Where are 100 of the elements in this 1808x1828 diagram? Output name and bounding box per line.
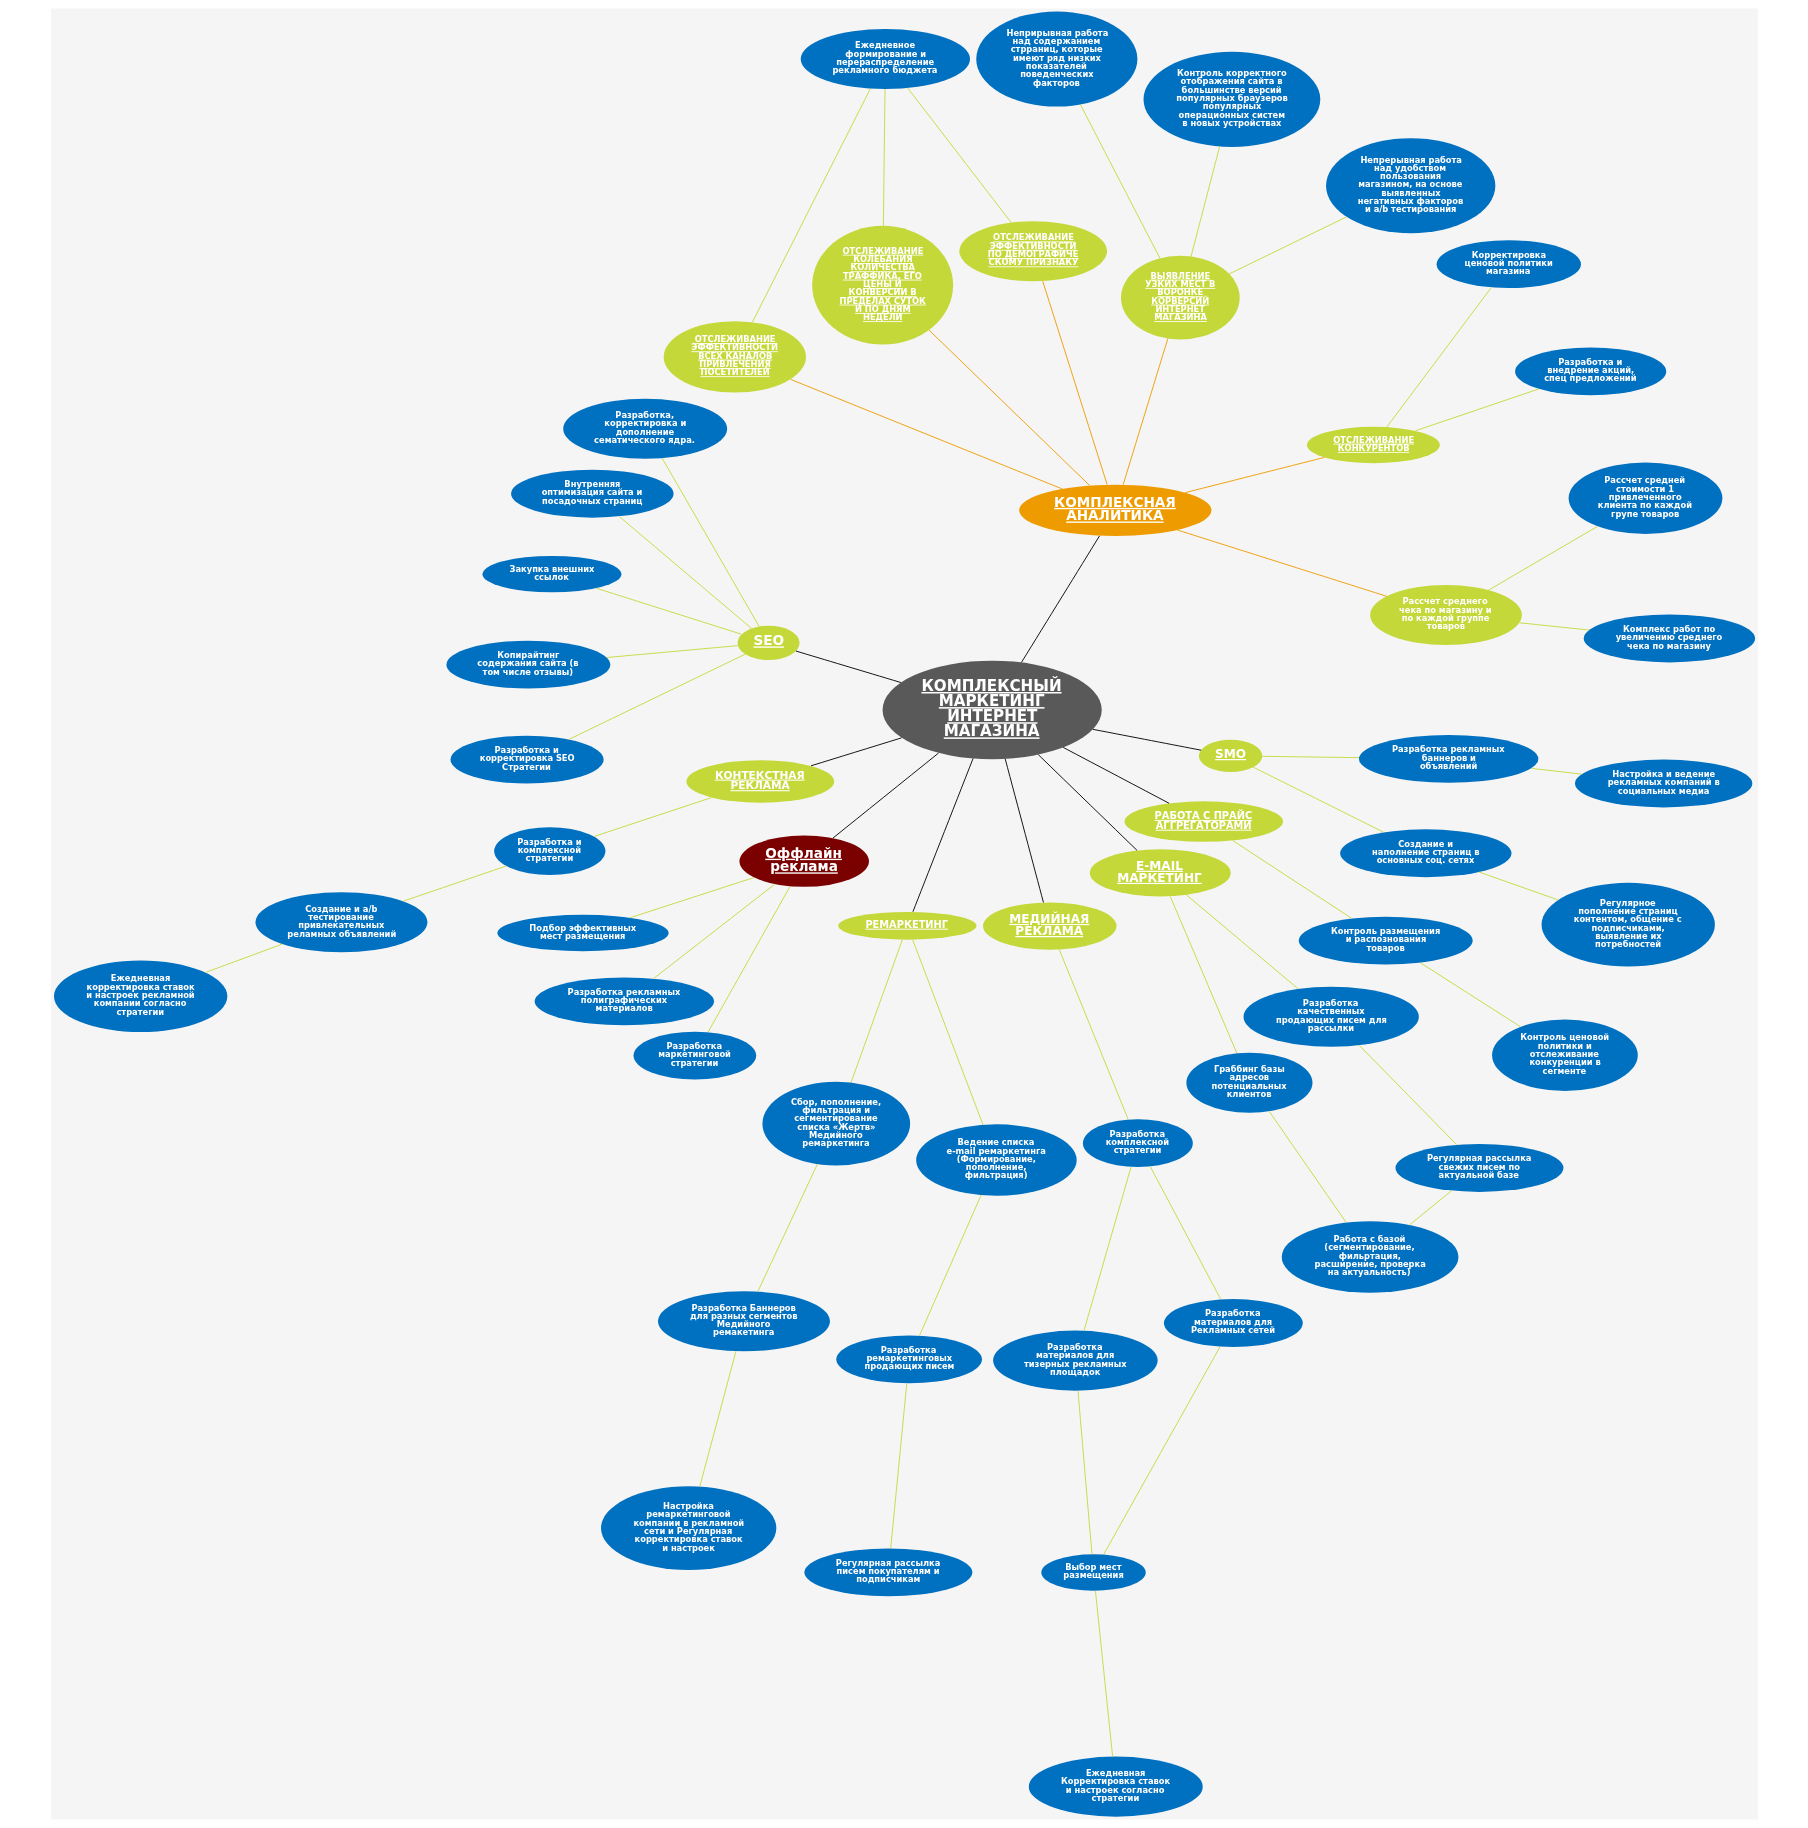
- connector: [911, 757, 974, 913]
- connector: [1169, 895, 1237, 1054]
- node-ellipse: Рассчет средней стоимости 1 привлеченного клиента по каждой групе товаров: [1568, 462, 1722, 534]
- node-ellipse: SMO: [1198, 739, 1262, 773]
- connector: [1414, 388, 1539, 432]
- node-ellipse: ОТСЛЕЖИВАНИЕ ЭФФЕКТИВНОСТИ ПО ДЕМОГРАФИЧЕСКОМУ ПРИЗНАКУ: [958, 221, 1107, 282]
- connector: [1062, 746, 1170, 804]
- node-ellipse: Разработка Баннеров для разных сегментов Медийного ремакетинга: [657, 1291, 830, 1352]
- connector: [1478, 871, 1558, 901]
- connector: [1228, 216, 1347, 275]
- connector: [1358, 1044, 1457, 1146]
- node-ellipse: ОТСЛЕЖИВАНИЕ КОЛЕБАНИЯ КОЛИЧЕСТВА ТРАФФИКА, ЕГО ЦЕНЫ И КОНВЕРСИИ В ПРЕДЕЛАХ СУТОК И ПО ДНЯМ НЕДЕЛИ: [811, 225, 953, 345]
- node-ellipse: Сбор, пополнение, фильтрация и сегментирование списка «Жертв» Медийного ремаркетинга: [761, 1081, 910, 1166]
- connector: [810, 737, 902, 767]
- connector: [1020, 535, 1100, 663]
- node-ellipse: Комплекс работ по увеличению среднего чека по магазину: [1583, 614, 1755, 663]
- node-ellipse: Настройка и ведение рекламных компаний в социальных медиа: [1574, 759, 1752, 808]
- connector: [1004, 758, 1044, 903]
- connector: [928, 329, 1090, 486]
- node-ellipse: Рассчет среднего чека по магазину и по каждой группе товаров: [1369, 585, 1522, 646]
- node-ellipse: Ежедневная Корректировка ставок и настроек согласно стратегии: [1028, 1756, 1203, 1817]
- node-ellipse: ОТСЛЕЖИВАНИЕ КОНКУРЕНТОВ: [1306, 426, 1440, 464]
- node-ellipse: Непрерывная работа над удобством пользования магазином, на основе выявленных негативных факторов и a/b тестирования: [1325, 138, 1495, 234]
- node-ellipse: Создание и наполнение страниц в основных соц. сетях: [1339, 829, 1511, 878]
- connector: [756, 1163, 818, 1292]
- connector: [1185, 894, 1299, 990]
- node-ellipse: Разработка качественных продающих писем для рассылки: [1243, 986, 1419, 1047]
- node-ellipse: МЕДИЙНАЯ РЕКЛАМА: [982, 902, 1116, 950]
- node-ellipse: Подбор эффективных мест размещения: [496, 914, 669, 952]
- node-ellipse: РАБОТА С ПРАЙС АГГРЕГАТОРАМИ: [1124, 801, 1283, 842]
- connector: [618, 516, 752, 629]
- node-ellipse: E-MAIL МАРКЕТИНГ: [1089, 849, 1231, 897]
- node-ellipse: Разработка рекламных баннеров и объявлений: [1358, 734, 1538, 783]
- node-ellipse: Регулярное пополнение страниц контентом, общение с подписчиками, выявление их потребностей: [1541, 882, 1715, 967]
- connector: [1184, 456, 1325, 494]
- node-ellipse: Разработка, корректировка и дополнение сематического ядра.: [562, 398, 727, 459]
- connector: [882, 88, 885, 227]
- node-ellipse: РЕМАРКЕТИНГ: [837, 912, 976, 940]
- node-ellipse: Контроль ценовой политики и отслеживание конкуренции в сегменте: [1491, 1019, 1638, 1091]
- node-ellipse: КОНТЕКСТНАЯ РЕКЛАМА: [685, 760, 834, 803]
- node-ellipse: Закупка внешних ссылок: [482, 555, 621, 593]
- connector: [1041, 280, 1108, 485]
- connector: [1518, 622, 1590, 631]
- connector: [751, 88, 871, 323]
- node-ellipse: Выбор мест размещения: [1040, 1554, 1146, 1591]
- node-ellipse: ОТСЛЕЖИВАНИЕ ЭФФЕКТИВНОСТИ ВСЕХ КАНАЛОВ ПРИВЛЕЧЕНИЯ ПОСЕТИТЕЛЕЙ: [663, 321, 806, 393]
- connector: [698, 1350, 736, 1487]
- connector: [605, 645, 738, 658]
- connector: [629, 877, 754, 919]
- connector: [652, 883, 775, 980]
- node-ellipse: Разработка материалов для тизерных рекламных площадок: [992, 1330, 1158, 1391]
- node-ellipse: Ежедневная корректировка ставок и настроек рекламной компании согласно стратегии: [53, 960, 227, 1033]
- connector: [794, 650, 901, 683]
- connector: [1122, 338, 1168, 486]
- node-ellipse: Копирайтинг содержания сайта (в том числе отзывы): [445, 640, 610, 689]
- node-ellipse: Оффлайн реклама: [738, 835, 869, 887]
- connector: [1094, 1590, 1113, 1758]
- node-ellipse: ВЫЯВЛЕНИЕ УЗКИХ МЕСТ В ВОРОНКЕ КОРВЕРСИЙ ИНТЕРНЕТ МАГАЗИНА: [1120, 255, 1240, 340]
- connector: [595, 587, 742, 635]
- connector: [850, 939, 903, 1084]
- connector: [593, 797, 712, 837]
- node-ellipse: Разработка рекламных полиграфических материалов: [534, 977, 714, 1026]
- connector: [1079, 104, 1160, 259]
- connector: [911, 939, 983, 1126]
- node-ellipse: Разработка и комплексной стратегии: [493, 827, 605, 876]
- node-ellipse: Граббинг базы адресов потенциальных клиентов: [1185, 1052, 1312, 1113]
- connector: [1408, 1190, 1452, 1226]
- connector: [1091, 728, 1202, 751]
- connector: [1176, 529, 1387, 597]
- connector: [568, 653, 746, 740]
- connector: [1058, 949, 1129, 1120]
- node-ellipse: Разработка маркетинговой стратегии: [633, 1031, 756, 1080]
- connector: [789, 378, 1063, 490]
- connector: [1268, 1110, 1347, 1223]
- node-ellipse: Неприрывная работа над содержанием стрраниц, которые имеют ряд низких показателей поведенческих факторов: [975, 11, 1137, 107]
- connector: [1190, 146, 1220, 258]
- node-ellipse: Разработка и внедрение акций, спец предложений: [1514, 347, 1666, 396]
- connector: [1083, 1166, 1131, 1332]
- node-ellipse: SEO: [737, 625, 800, 661]
- node-ellipse: Создание и a/b тестирование привлекательных реламных объявлений: [255, 892, 427, 953]
- node-ellipse: Разработка ремаркетинговых продающих писем: [835, 1335, 982, 1384]
- connector: [204, 943, 283, 973]
- node-ellipse: Регулярная рассылка писем покупателям и подписчикам: [803, 1548, 972, 1597]
- connector: [1530, 767, 1582, 775]
- connector: [918, 1194, 981, 1336]
- node-ellipse: Ежедневное формирование и перераспределение рекламного бюджета: [800, 29, 970, 90]
- connector: [1102, 1346, 1221, 1556]
- connector: [661, 457, 760, 627]
- node-ellipse: КОМПЛЕКСНЫЙ МАРКЕТИНГ ИНТЕРНЕТ МАГАЗИНА: [882, 660, 1102, 760]
- node-ellipse: Регулярная рассылка свежих писем по актуальной базе: [1395, 1144, 1563, 1192]
- node-ellipse: Контроль корректного отображения сайта в большинстве версий популярных браузеров популярных операционных систем в новых устройствах: [1143, 51, 1320, 147]
- node-ellipse: Настройка ремаркетинговой компании в рекламной сети и Регулярная корректировка ставок и настроек: [600, 1486, 776, 1570]
- node-ellipse: Внутренняя оптимизация сайта и посадочных страниц: [510, 469, 674, 518]
- node-ellipse: Разработка комплексной стратегии: [1082, 1119, 1193, 1168]
- connector: [1261, 755, 1359, 759]
- node-ellipse: Контроль размещения и распознования товаров: [1298, 916, 1473, 965]
- node-ellipse: Разработка материалов для Рекламных сетей: [1163, 1299, 1303, 1347]
- connector: [889, 1383, 907, 1549]
- connector: [1252, 766, 1384, 833]
- connector: [831, 752, 939, 839]
